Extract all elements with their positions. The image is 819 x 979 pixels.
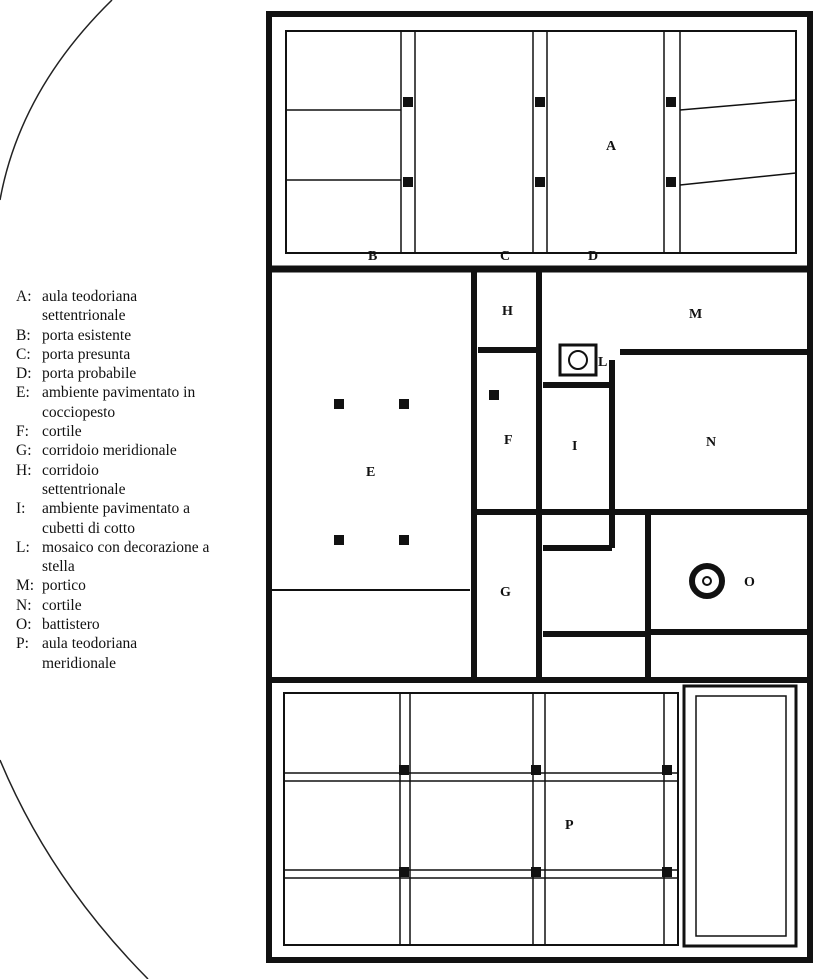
legend-item-m: M: portico (16, 576, 262, 595)
legend-letter: D: (16, 365, 32, 383)
legend-item-f: F: cortile (16, 422, 262, 441)
legend-letter: B: (16, 326, 31, 344)
legend-item-l: L: mosaico con decorazione a stella (16, 538, 262, 577)
legend-text: porta esistente (42, 326, 132, 344)
legend: A: aula teodoriana settentrionale B: porta… (16, 287, 262, 673)
label-l: L (598, 355, 607, 370)
pillars (334, 97, 676, 877)
legend-letter: P: (16, 635, 29, 653)
legend-item-h: H: corridoio settentrionale (16, 461, 262, 500)
label-e: E (366, 465, 375, 480)
legend-text: mosaico con decorazione a stella (42, 538, 210, 576)
label-c: C (500, 249, 510, 264)
legend-letter: N: (16, 596, 32, 614)
hall-a-inner (285, 30, 797, 254)
label-b: B (368, 249, 377, 264)
label-p: P (565, 818, 574, 833)
mosaic-l (558, 343, 598, 377)
legend-item-b: B: porta esistente (16, 326, 262, 345)
label-f: F (504, 433, 513, 448)
legend-item-e: E: ambiente pavimentato in cocciopesto (16, 383, 262, 422)
legend-letter: M: (16, 577, 35, 595)
hall-p-partitions (284, 693, 678, 945)
legend-text: cortile (42, 596, 82, 614)
legend-letter: C: (16, 345, 31, 363)
legend-letter: I: (16, 500, 26, 518)
legend-text: corridoio meridionale (42, 442, 177, 460)
legend-letter: G: (16, 442, 32, 460)
legend-text: corridoio settentrionale (42, 461, 126, 498)
legend-item-a: A: aula teodoriana settentrionale (16, 287, 262, 326)
label-d: D (588, 249, 598, 264)
legend-letter: E: (16, 384, 30, 402)
middle-walls (272, 269, 810, 680)
baptistery-font (689, 563, 725, 599)
hall-a-partitions (286, 31, 797, 253)
label-h: H (502, 304, 513, 319)
label-o: O (744, 575, 755, 590)
label-n: N (706, 435, 716, 450)
legend-item-p: P: aula teodoriana meridionale (16, 634, 262, 673)
legend-text: ambiente pavimentato a cubetti di cotto (42, 500, 191, 537)
label-m: M (689, 307, 702, 322)
legend-text: aula teodoriana meridionale (42, 635, 138, 672)
outer-wall (266, 11, 813, 963)
hall-p-inner (283, 692, 679, 946)
hall-p-east-room (682, 684, 798, 948)
legend-text: cortile (42, 423, 82, 441)
legend-letter: L: (16, 538, 30, 556)
legend-letter: O: (16, 616, 32, 634)
legend-text: portico (42, 577, 86, 595)
legend-letter: A: (16, 288, 32, 305)
legend-text: aula teodoriana settentrionale (42, 288, 138, 325)
legend-text: porta probabile (42, 365, 137, 383)
label-i: I (572, 439, 577, 454)
label-a: A (606, 139, 617, 154)
legend-item-n: N: cortile (16, 596, 262, 615)
legend-item-o: O: battistero (16, 615, 262, 634)
legend-letter: H: (16, 461, 32, 479)
legend-item-c: C: porta presunta (16, 345, 262, 364)
legend-letter: F: (16, 423, 29, 441)
legend-item-d: D: porta probabile (16, 364, 262, 383)
legend-text: battistero (42, 616, 100, 634)
legend-item-g: G: corridoio meridionale (16, 441, 262, 460)
legend-item-i: I: ambiente pavimentato a cubetti di cott… (16, 499, 262, 538)
label-g: G (500, 585, 511, 600)
legend-text: ambiente pavimentato in cocciopesto (42, 384, 196, 421)
legend-text: porta presunta (42, 345, 131, 363)
